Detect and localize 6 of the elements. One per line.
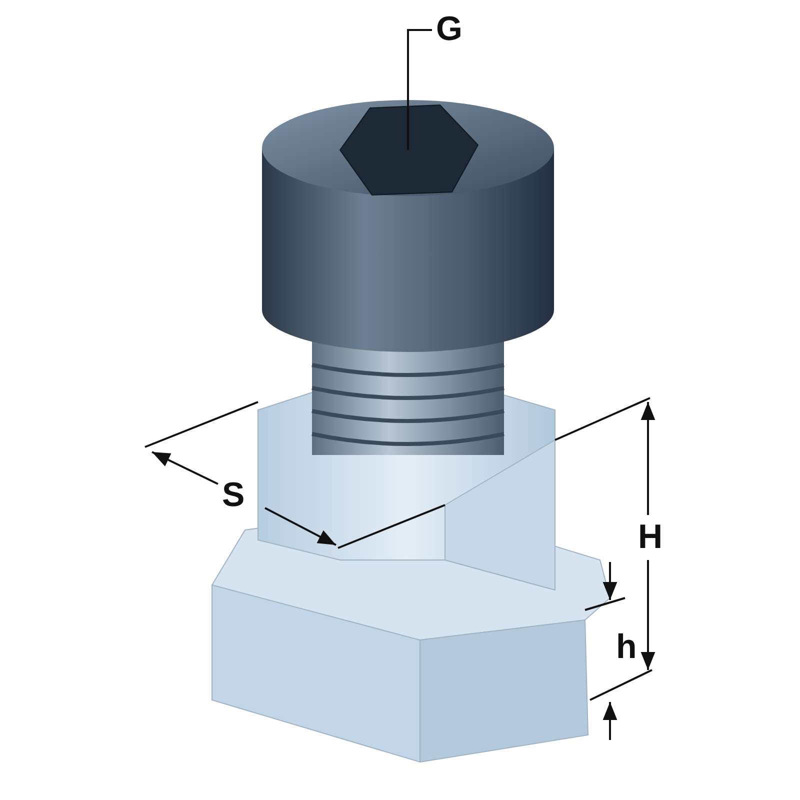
leader-line — [407, 29, 432, 150]
dimension-label: h — [616, 630, 637, 664]
dimension-label: S — [222, 478, 245, 512]
dimension-letter: G — [436, 12, 462, 46]
dimension-label: H — [638, 520, 663, 554]
hex-socket — [339, 104, 479, 196]
